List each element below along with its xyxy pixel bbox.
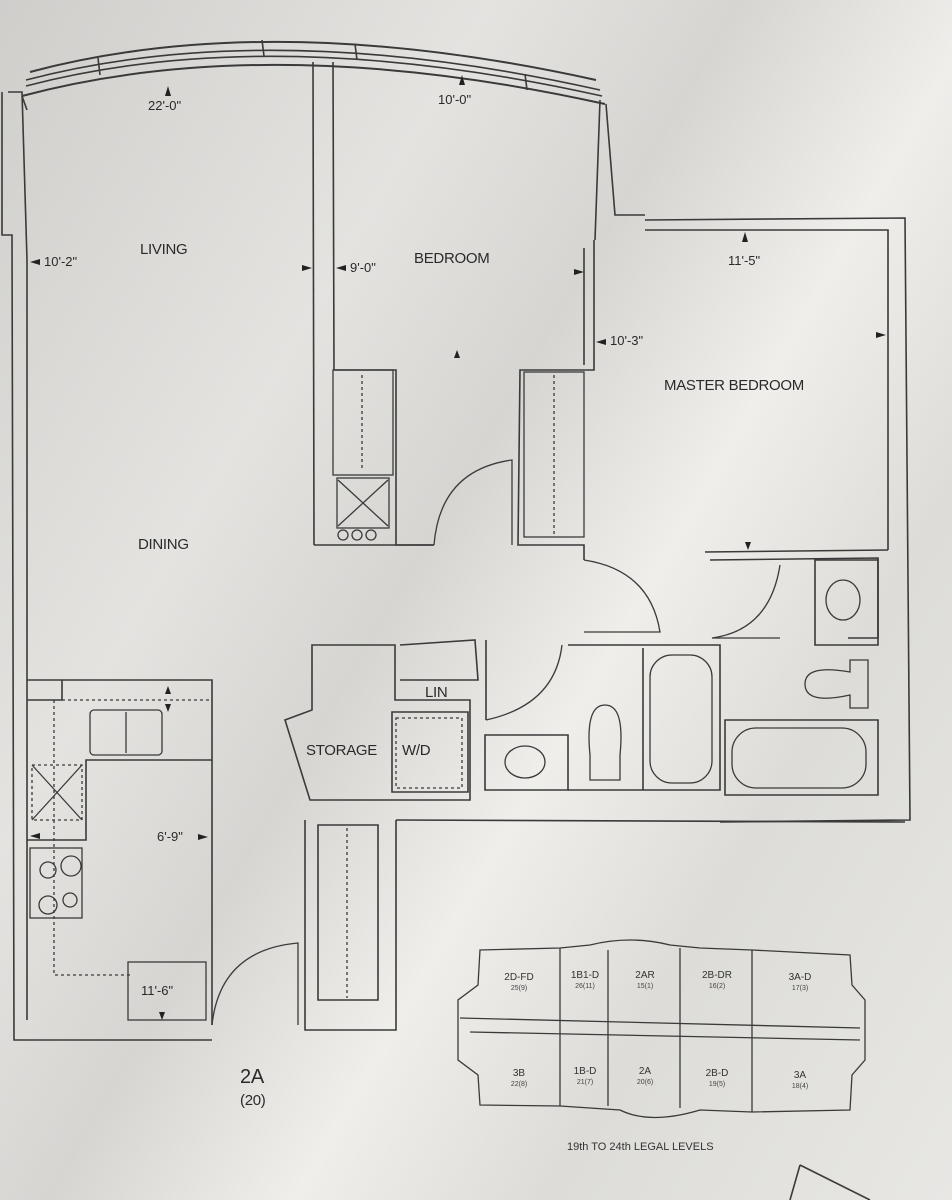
dimension-arrows <box>30 75 886 1020</box>
dimension-kitchen-width: 6'-9" <box>157 829 183 844</box>
dimension-bedroom-depth: 9'-0" <box>350 260 376 275</box>
key-unit-number: 18(4) <box>791 1083 809 1090</box>
dimension-living-width: 22'-0" <box>148 98 182 113</box>
room-label-living: LIVING <box>140 241 188 258</box>
closets <box>332 369 585 998</box>
key-unit-number: 17(3) <box>791 985 809 992</box>
key-unit-number: 22(8) <box>510 1081 528 1088</box>
key-unit-name: 2AR <box>635 970 655 981</box>
key-unit-number: 15(1) <box>636 983 654 990</box>
dimension-living-depth: 10'-2" <box>44 254 78 269</box>
door-swings <box>211 459 781 1026</box>
key-unit-name: 2D-FD <box>504 972 534 983</box>
room-label-washer-dryer: W/D <box>402 742 431 759</box>
dimension-kitchen-depth: 11'-6" <box>141 983 174 998</box>
dimension-bedroom-width: 10'-0" <box>438 92 472 107</box>
dimension-master-depth: 10'-3" <box>610 333 644 348</box>
key-unit-number: 16(2) <box>708 983 726 990</box>
room-label-storage: STORAGE <box>306 742 377 759</box>
exterior-walls <box>1 91 911 1041</box>
key-unit-name: 3B <box>512 1068 526 1079</box>
dimension-master-width: 11'-5" <box>728 253 761 268</box>
room-label-master-bedroom: MASTER BEDROOM <box>664 377 804 394</box>
key-plan <box>457 939 871 1200</box>
key-unit-name: 1B1-D <box>570 970 600 981</box>
key-unit-number: 26(11) <box>575 983 595 990</box>
key-unit-name: 2B-D <box>705 1068 729 1079</box>
kitchen-fixtures <box>29 699 212 1021</box>
key-unit-number: 20(6) <box>636 1079 654 1086</box>
room-label-bedroom: BEDROOM <box>414 250 490 267</box>
key-unit-name: 1B-D <box>573 1066 597 1077</box>
room-label-dining: DINING <box>138 536 189 553</box>
key-unit-name: 3A-D <box>788 972 812 983</box>
room-label-linen: LIN <box>425 684 448 701</box>
key-unit-name: 2A <box>638 1066 652 1077</box>
key-unit-number: 19(5) <box>708 1081 726 1088</box>
window-band <box>21 39 606 105</box>
unit-number: (20) <box>240 1092 266 1109</box>
unit-name: 2A <box>240 1066 264 1088</box>
levels-caption: 19th TO 24th LEGAL LEVELS <box>567 1141 714 1153</box>
key-unit-name: 2B-DR <box>701 970 732 981</box>
key-unit-number: 25(9) <box>510 985 528 992</box>
key-unit-name: 3A <box>793 1070 807 1081</box>
bath-fixtures <box>395 579 869 789</box>
key-unit-number: 21(7) <box>576 1079 594 1086</box>
